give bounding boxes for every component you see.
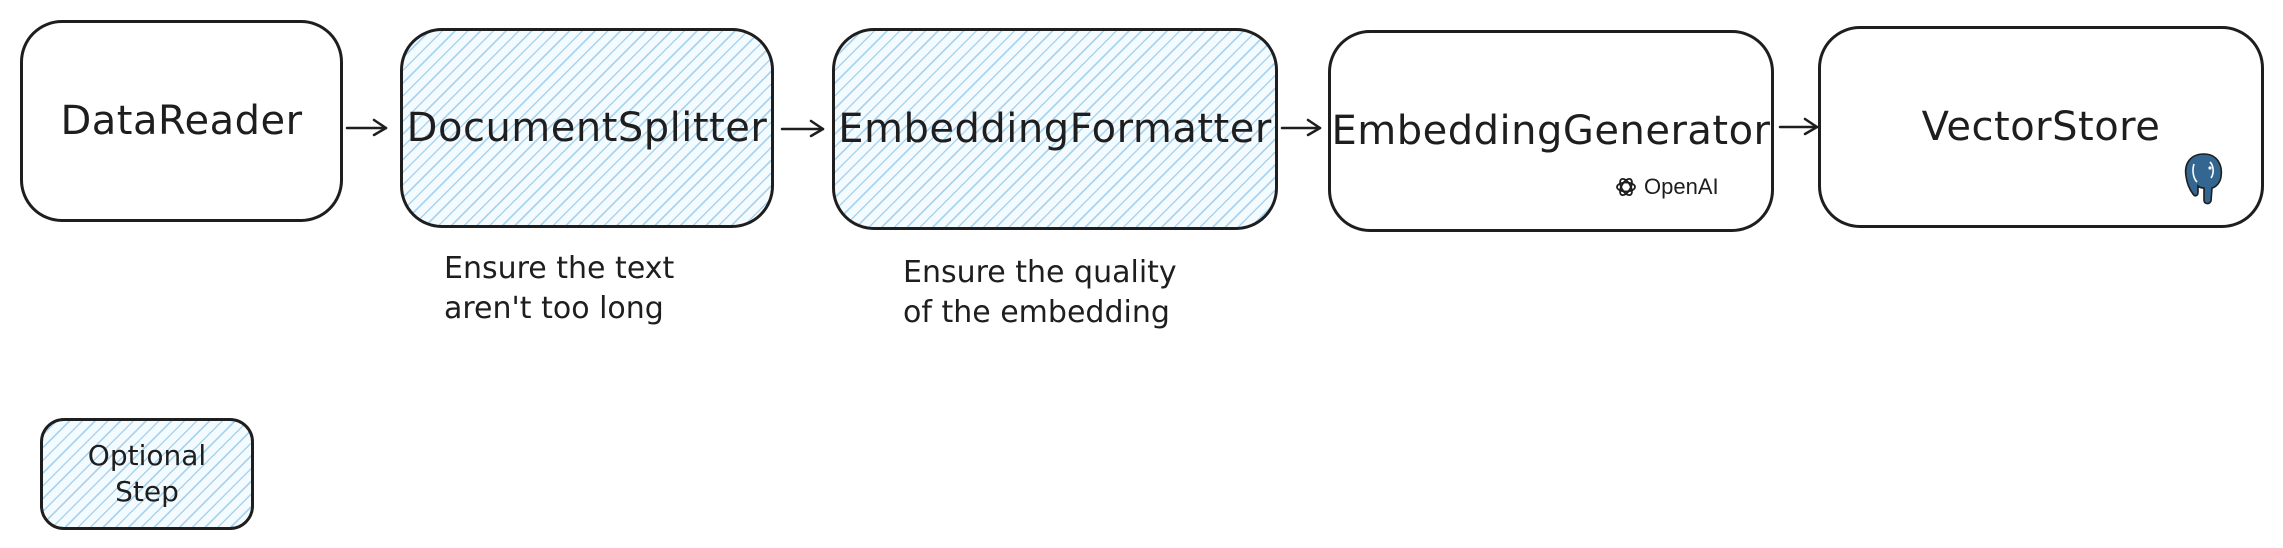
note-embedding-formatter: Ensure the quality of the embedding [903, 253, 1177, 333]
node-data-reader: DataReader [20, 20, 343, 222]
node-label: DataReader [60, 98, 303, 144]
openai-brand: OpenAI [1614, 174, 1719, 200]
legend-line: Optional [87, 439, 207, 472]
openai-label: OpenAI [1644, 174, 1719, 199]
node-label: EmbeddingFormatter [838, 106, 1272, 152]
legend-optional-step: Optional Step [40, 418, 254, 530]
legend-label: Optional Step [88, 438, 206, 510]
arrow-formatter-to-generator [1280, 118, 1322, 137]
arrow-splitter-to-formatter [780, 119, 825, 138]
legend-line: Step [115, 475, 179, 508]
arrow-datareader-to-splitter [345, 118, 388, 137]
node-label: EmbeddingGenerator [1331, 108, 1771, 154]
note-document-splitter: Ensure the text aren't too long [444, 249, 674, 329]
node-label: DocumentSplitter [406, 105, 768, 151]
note-line: Ensure the quality [903, 255, 1177, 290]
postgresql-elephant-icon [2184, 153, 2223, 205]
note-line: aren't too long [444, 291, 664, 326]
note-line: Ensure the text [444, 251, 675, 286]
note-line: of the embedding [903, 295, 1170, 330]
node-vector-store: VectorStore [1818, 26, 2264, 228]
node-embedding-generator: EmbeddingGenerator [1328, 30, 1774, 232]
node-label: VectorStore [1921, 104, 2161, 150]
openai-logo-icon [1616, 177, 1636, 197]
node-embedding-formatter: EmbeddingFormatter [832, 28, 1278, 230]
node-document-splitter: DocumentSplitter [400, 28, 774, 228]
arrow-generator-to-vectorstore [1778, 117, 1819, 136]
